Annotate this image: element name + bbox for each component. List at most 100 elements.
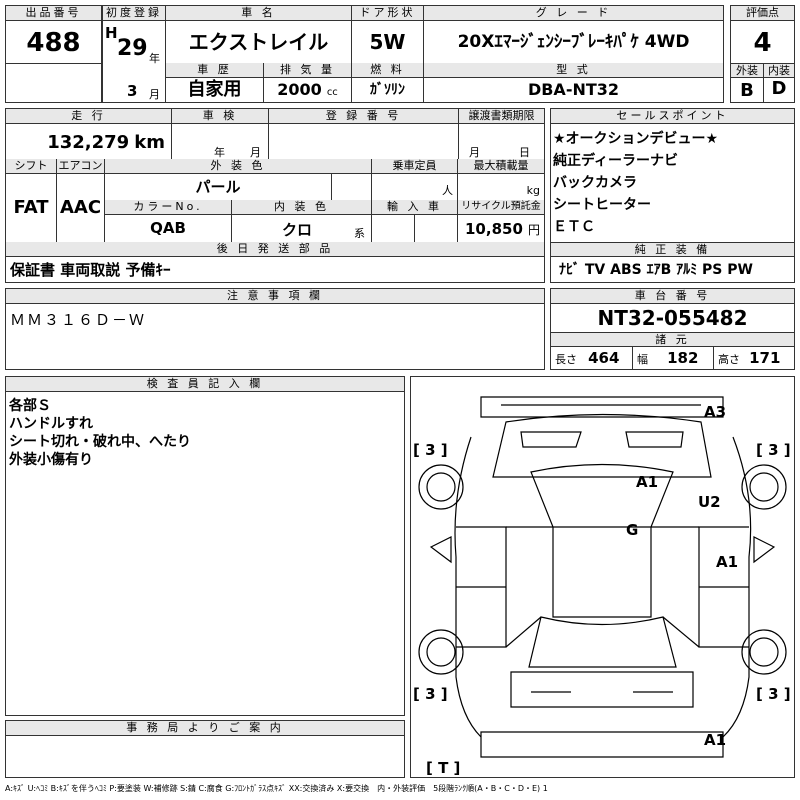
sales-point-3: バックカメラ (553, 175, 637, 191)
capacity-label: 乗車定員 (371, 159, 457, 174)
chassis-number: NT32-055482 (597, 306, 748, 330)
chassis-label: 車 台 番 号 (551, 289, 794, 304)
height-cell: 高さ 171 (713, 347, 794, 369)
history: 自家用 (165, 78, 263, 102)
color-no: QAB (104, 215, 231, 242)
grade: 20Xｴﾏｰｼﾞｪﾝｼｰﾌﾞﾚｰｷﾊﾟｹ 4WD (423, 21, 723, 63)
recycle-fee: 10,850 円 (457, 215, 544, 242)
interior-color-value: クロ (282, 221, 313, 239)
inspector-label: 検 査 員 記 入 欄 (6, 377, 404, 392)
deadline-month-unit: 月 (469, 146, 480, 159)
tire-rear-right: [ 3 ] (756, 685, 791, 703)
mark-u2: U2 (698, 493, 721, 511)
fuel-label: 燃 料 (351, 63, 423, 78)
sales-point-4: シートヒーター (553, 197, 651, 213)
interior-color: クロ 系 (231, 215, 371, 242)
mark-g: G (626, 521, 638, 539)
length-label: 長さ (555, 353, 577, 366)
grade-label: グ レ ー ド (423, 6, 723, 21)
door-label: ドア形状 (351, 6, 423, 21)
sales-points-label: セールスポイント (551, 109, 794, 124)
exterior-label: 外装 (731, 63, 763, 78)
model-code-label: 型 式 (423, 63, 723, 78)
lot-number-divider (6, 63, 101, 64)
office-label: 事 務 局 よ り ご 案 内 (6, 721, 404, 736)
shift-label: シフト (6, 159, 56, 174)
exterior-grade: B (740, 80, 754, 101)
lot-number: 488 (26, 28, 81, 58)
tire-front-right: [ 3 ] (756, 441, 791, 459)
mark-a3: A3 (704, 403, 726, 421)
rating-box: 評価点 4 外装 内装 B D (730, 5, 795, 103)
tire-front-left: [ 3 ] (413, 441, 448, 459)
history-label: 車 歴 (165, 63, 263, 78)
import-label: 輸 入 車 (371, 200, 457, 215)
mileage-label: 走 行 (6, 109, 171, 124)
color-no-label: カラーNo. (104, 200, 231, 215)
interior-label: 内装 (763, 63, 794, 78)
height-label: 高さ (718, 353, 740, 366)
reg-month: 3 (127, 82, 138, 100)
inspector-line-4: 外装小傷有り (9, 452, 93, 468)
legend: A:ｷｽﾞ U:ﾍｺﾐ B:ｷｽﾞを伴うﾍｺﾐ P:要塗装 W:補修跡 S:錆 … (5, 784, 548, 793)
aircon: AAC (56, 174, 104, 242)
notes-label: 注 意 事 項 欄 (6, 289, 544, 304)
exterior-color-label: 外 装 色 (104, 159, 371, 174)
inspector-line-1: 各部Ｓ (9, 398, 51, 414)
chassis-box: 車 台 番 号 NT32-055482 諸 元 長さ 464 幅 182 高さ … (550, 288, 795, 370)
length-cell: 長さ 464 (551, 347, 632, 369)
reg-number (268, 124, 458, 159)
later-parts: 保証書 車両取説 予備ｷｰ (10, 261, 171, 279)
inspection-label: 車 検 (171, 109, 268, 124)
interior-color-label: 内 装 色 (231, 200, 371, 215)
notes-box: 注 意 事 項 欄 ＭＭ３１６Ｄ－Ｗ (5, 288, 545, 370)
mark-a1-hood: A1 (636, 473, 658, 491)
displacement-unit: cc (326, 87, 338, 98)
recycle-label: リサイクル預託金 (457, 200, 544, 215)
month-unit: 月 (149, 88, 160, 101)
trunk-mark: [ T ] (426, 759, 460, 777)
mileage-unit: km (134, 132, 165, 153)
inspection-year-unit: 年 (214, 146, 225, 159)
oem-equipment-label: 純 正 装 備 (551, 242, 794, 257)
deadline-day-unit: 日 (519, 146, 530, 159)
displacement-label: 排 気 量 (263, 63, 351, 78)
era: H (105, 24, 118, 42)
width: 182 (667, 349, 699, 367)
displacement-value: 2000 (277, 80, 322, 99)
inspector-line-3: シート切れ・破れ中、へたり (9, 434, 191, 450)
inspector-line-2: ハンドルすれ (9, 416, 93, 432)
sales-point-1: ★オークションデビュー★ (553, 131, 719, 147)
fuel: ｶﾞｿﾘﾝ (351, 78, 423, 102)
inspector-box: 検 査 員 記 入 欄 各部Ｓ ハンドルすれ シート切れ・破れ中、へたり 外装小… (5, 376, 405, 716)
max-load-label: 最大積載量 (457, 159, 544, 174)
rating-label: 評価点 (731, 6, 794, 21)
rating: 4 (753, 28, 772, 58)
inspection-month-unit: 月 (250, 146, 261, 159)
year-unit: 年 (149, 52, 160, 65)
recycle-fee-unit: 円 (527, 223, 540, 237)
sales-points-box: セールスポイント ★オークションデビュー★ 純正ディーラーナビ バックカメラ シ… (550, 108, 795, 283)
notes-text: ＭＭ３１６Ｄ－Ｗ (10, 311, 147, 329)
model-code: DBA-NT32 (423, 78, 723, 102)
shift: FAT (13, 197, 49, 218)
transfer-deadline: 月 日 (458, 124, 544, 159)
car-name: エクストレイル (165, 21, 351, 63)
reg-year: 29 (117, 36, 148, 61)
exterior-color: パール (104, 174, 331, 200)
inspection-date: 年 月 (171, 124, 268, 159)
damage-diagram-box: A3 A1 U2 G A1 A1 [ 3 ] [ 3 ] [ 3 ] [ 3 ]… (410, 376, 795, 778)
lot-number-label: 出品番号 (6, 6, 101, 21)
car-name-label: 車 名 (165, 6, 351, 21)
sales-point-2: 純正ディーラーナビ (553, 153, 679, 169)
lot-number-box: 出品番号 488 (5, 5, 102, 103)
interior-color-suffix: 系 (354, 227, 365, 240)
import (371, 215, 414, 242)
recycle-fee-value: 10,850 (465, 220, 523, 238)
vehicle-header-box: 初度登録 車 名 ドア形状 グ レ ー ド H 29 年 エクストレイル 5W … (102, 5, 724, 103)
width-label: 幅 (637, 353, 648, 366)
interior-grade: D (763, 78, 794, 102)
mileage-value: 132,279 (47, 132, 130, 153)
mark-a1-side: A1 (716, 553, 738, 571)
height: 171 (749, 349, 781, 367)
